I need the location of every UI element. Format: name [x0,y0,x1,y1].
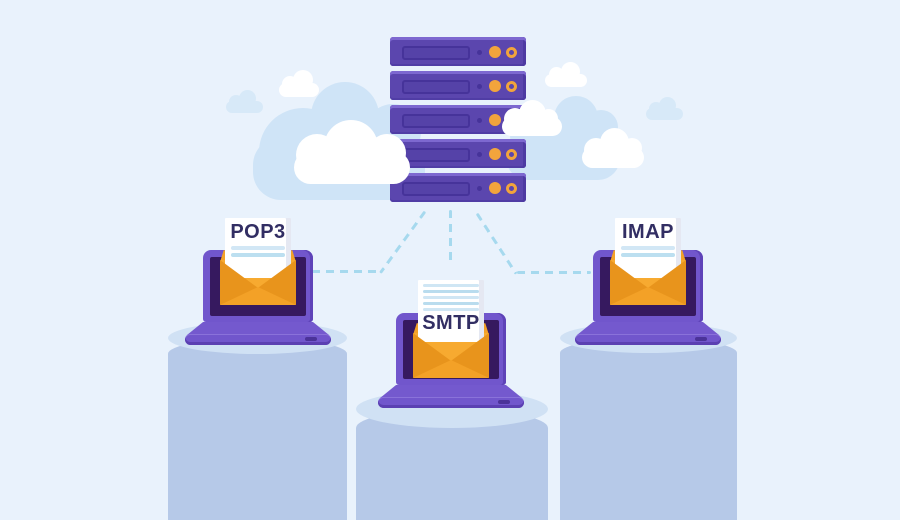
laptop-base [187,322,329,335]
protocol-label-smtp: SMTP [422,312,480,334]
text-line [423,308,479,311]
led-indicator [489,182,501,194]
protocol-label-pop3: POP3 [230,221,286,243]
server-unit [390,139,526,168]
cloud-icon [294,120,410,184]
laptop-notch [305,337,317,341]
letter-paper: POP3 [225,218,291,278]
power-dot [477,118,482,123]
drive-slot [402,80,470,94]
laptop-notch [498,400,510,404]
server-unit [390,71,526,100]
power-dot [477,186,482,191]
cloud-icon [545,62,587,87]
led-indicator [489,114,501,126]
server-unit [390,173,526,202]
server-unit [390,37,526,66]
letter-paper: IMAP [615,218,681,278]
laptop-base-bar [378,397,524,408]
letter-paper: SMTP [418,280,484,342]
led-indicator [489,148,501,160]
laptop-base-bar [575,334,721,345]
text-line [423,296,479,299]
text-line [621,253,675,257]
power-dot [477,50,482,55]
laptop-base-bar [185,334,331,345]
cloud-icon [646,97,683,120]
pedestal-imap [560,323,737,520]
laptop-notch [695,337,707,341]
text-line [231,246,285,250]
laptop-smtp: SMTP [378,280,524,408]
laptop-imap: IMAP [575,218,721,345]
power-dot [477,152,482,157]
envelope-icon: POP3 [220,218,296,305]
text-line [621,246,675,250]
pedestal-smtp [356,390,548,520]
laptop-pop3: POP3 [185,218,331,345]
envelope-icon: SMTP [413,280,489,378]
laptop-screen: IMAP [593,218,703,322]
laptop-screen: SMTP [396,280,506,385]
connector-server-smtp [449,210,452,266]
drive-slot [402,182,470,196]
text-line [423,302,479,305]
laptop-base [380,385,522,398]
power-dot [477,84,482,89]
cloud-icon [279,70,319,97]
envelope-icon: IMAP [610,218,686,305]
cloud-icon [502,100,562,136]
led-ring [506,149,517,160]
text-line [423,284,479,287]
cloud-icon [226,90,263,113]
laptop-screen: POP3 [203,218,313,322]
connector-server-pop3 [312,270,382,273]
drive-slot [402,46,470,60]
connector-server-imap [517,271,591,274]
led-ring [506,81,517,92]
pedestal-pop3 [168,322,347,520]
protocol-label-imap: IMAP [622,221,674,243]
connector-server-imap [475,212,518,275]
mail-server-icon [390,37,526,207]
led-indicator [489,80,501,92]
text-line [423,290,479,293]
text-line [231,253,285,257]
connector-server-pop3 [379,210,427,274]
drive-slot [402,148,470,162]
led-indicator [489,46,501,58]
laptop-base [577,322,719,335]
led-ring [506,47,517,58]
cloud-icon [582,128,644,168]
drive-slot [402,114,470,128]
led-ring [506,183,517,194]
